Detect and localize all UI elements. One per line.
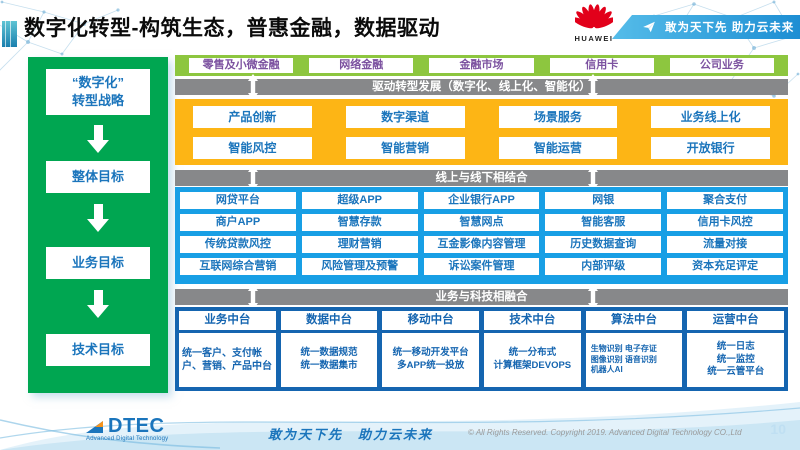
platform-column: 业务中台 统一客户、支付帐户、营销、产品中台	[179, 311, 276, 387]
app-box: 理财营销	[301, 236, 418, 253]
app-box: 资本充足评定	[667, 258, 783, 275]
platform-title: 数据中台	[280, 311, 378, 330]
huawei-logo: HUAWEI	[570, 3, 618, 43]
adtec-logo: DTEC Advanced Digital Technology	[86, 415, 169, 442]
sidebar-box-business-goal: 业务目标	[46, 247, 150, 279]
down-arrow-icon	[85, 290, 111, 318]
app-box: 商户APP	[180, 214, 296, 231]
platform-detail: 统一分布式 计算框架DEVOPS	[484, 333, 581, 387]
platform-detail: 统一数据规范 统一数据集市	[280, 333, 378, 387]
connector-bar-drive: 驱动转型发展（数字化、线上化、智能化）	[175, 74, 788, 100]
business-line-box: 公司业务	[669, 58, 775, 73]
updown-arrow-icon	[248, 165, 258, 191]
business-line-box: 零售及小微金融	[189, 58, 294, 73]
platform-column: 运营中台 统一日志 统一监控 统一云管平台	[687, 311, 785, 387]
updown-arrow-icon	[248, 284, 258, 310]
platform-column: 算法中台 生物识别 电子存证 图像识别 语音识别 机器人AI	[585, 311, 683, 387]
page-number: 10	[770, 421, 786, 437]
ribbon-slogan-text: 敢为天下先 助力云未来	[665, 22, 795, 34]
app-box: 互联网综合营销	[180, 258, 296, 275]
transform-box: 场景服务	[498, 106, 618, 128]
transform-box: 智能风控	[193, 137, 312, 159]
app-box: 网银	[545, 192, 662, 209]
transform-box: 开放银行	[651, 137, 770, 159]
platform-detail: 统一移动开发平台 多APP统一投放	[382, 333, 480, 387]
slogan-ribbon: 敢为天下先 助力云未来	[612, 15, 800, 39]
app-box: 互金影像内容管理	[423, 236, 540, 253]
transformation-section: 产品创新 数字渠道 场景服务 业务线上化 智能风控 智能营销 智能运营 开放银行	[175, 99, 788, 165]
app-box: 智慧网点	[423, 214, 540, 231]
app-box: 网贷平台	[180, 192, 296, 209]
adtec-arrow-icon	[86, 421, 103, 433]
app-box: 流量对接	[667, 236, 783, 253]
app-box: 诉讼案件管理	[423, 258, 540, 275]
adtec-subtitle: Advanced Digital Technology	[86, 436, 169, 442]
sidebar-box-overall-goal: 整体目标	[46, 161, 150, 193]
transform-box: 智能运营	[498, 137, 618, 159]
platform-detail: 生物识别 电子存证 图像识别 语音识别 机器人AI	[585, 333, 683, 387]
platform-title: 业务中台	[179, 311, 276, 330]
huawei-wordmark: HUAWEI	[574, 34, 614, 43]
connector-bar-label: 业务与科技相融合	[435, 291, 528, 303]
updown-arrow-icon	[588, 165, 598, 191]
transform-box: 数字渠道	[345, 106, 465, 128]
app-box: 传统贷款风控	[180, 236, 296, 253]
platform-title: 技术中台	[484, 311, 581, 330]
business-line-box: 金融市场	[429, 58, 534, 73]
transform-box: 产品创新	[193, 106, 312, 128]
business-line-box: 网络金融	[309, 58, 414, 73]
sidebar-box-strategy: “数字化” 转型战略	[46, 69, 150, 115]
transform-box: 智能营销	[345, 137, 465, 159]
transform-box: 业务线上化	[651, 106, 770, 128]
platform-title: 算法中台	[585, 311, 683, 330]
connector-bar-online-offline: 线上与线下相结合	[175, 165, 788, 191]
paper-plane-icon	[643, 21, 655, 33]
platform-detail: 统一客户、支付帐户、营销、产品中台	[179, 333, 276, 387]
down-arrow-icon	[85, 204, 111, 232]
updown-arrow-icon	[588, 284, 598, 310]
platform-column: 移动中台 统一移动开发平台 多APP统一投放	[382, 311, 480, 387]
platform-title: 运营中台	[687, 311, 785, 330]
app-box: 信用卡风控	[667, 214, 783, 231]
updown-arrow-icon	[588, 74, 598, 100]
app-box: 聚合支付	[667, 192, 783, 209]
copyright-text: © All Rights Reserved. Copyright 2019. A…	[468, 428, 742, 437]
updown-arrow-icon	[248, 74, 258, 100]
connector-bar-biz-tech: 业务与科技相融合	[175, 284, 788, 310]
page-title: 数字化转型-构筑生态，普惠金融，数据驱动	[24, 17, 440, 40]
title-accent-icon	[2, 21, 17, 47]
business-lines-band: 零售及小微金融 网络金融 金融市场 信用卡 公司业务	[175, 55, 788, 76]
strategy-sidebar: “数字化” 转型战略 整体目标 业务目标 技术目标	[28, 57, 168, 393]
app-box: 历史数据查询	[545, 236, 662, 253]
adtec-wordmark: DTEC	[108, 415, 165, 437]
sidebar-box-tech-goal: 技术目标	[46, 334, 150, 366]
middle-platform-section: 业务中台 统一客户、支付帐户、营销、产品中台 数据中台 统一数据规范 统一数据集…	[175, 307, 788, 391]
platform-column: 技术中台 统一分布式 计算框架DEVOPS	[484, 311, 581, 387]
app-box: 企业银行APP	[423, 192, 540, 209]
app-box: 智能客服	[545, 214, 662, 231]
connector-bar-label: 线上与线下相结合	[435, 172, 528, 184]
connector-bar-label: 驱动转型发展（数字化、线上化、智能化）	[372, 81, 591, 93]
footer-slogan: 敢为天下先 助力云未来	[268, 427, 434, 442]
app-box: 智慧存款	[301, 214, 418, 231]
applications-section: 网贷平台 超级APP 企业银行APP 网银 聚合支付 商户APP 智慧存款 智慧…	[175, 187, 788, 284]
platform-column: 数据中台 统一数据规范 统一数据集市	[280, 311, 378, 387]
huawei-flower-icon	[572, 4, 616, 29]
app-box: 风险管理及预警	[301, 258, 418, 275]
platform-title: 移动中台	[382, 311, 480, 330]
app-box: 超级APP	[301, 192, 418, 209]
business-line-box: 信用卡	[549, 58, 654, 73]
platform-detail: 统一日志 统一监控 统一云管平台	[687, 333, 785, 387]
down-arrow-icon	[85, 125, 111, 153]
app-box: 内部评级	[545, 258, 662, 275]
